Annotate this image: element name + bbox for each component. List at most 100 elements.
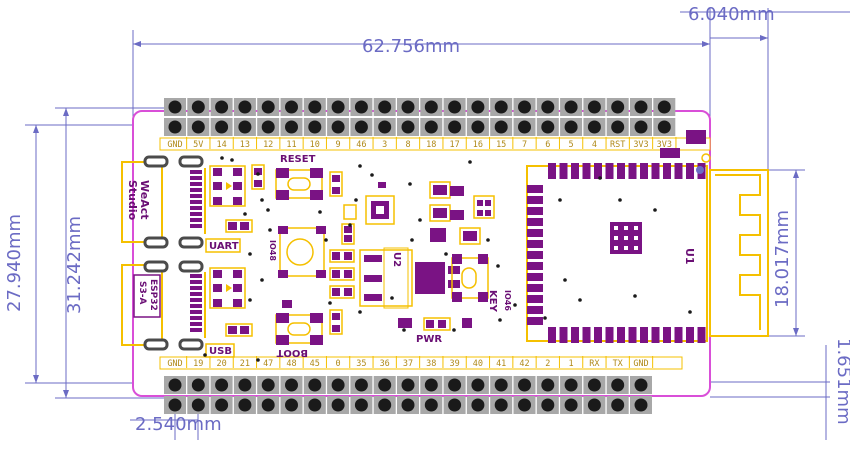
pin-hole <box>354 120 368 134</box>
pin-hole <box>261 120 275 134</box>
pin-hole <box>238 398 252 412</box>
pin-hole <box>448 398 462 412</box>
pin-label: 2 <box>545 359 550 369</box>
uart-connector <box>121 155 206 249</box>
pin-hole <box>331 398 345 412</box>
pin-hole <box>448 120 462 134</box>
via <box>328 301 332 305</box>
via <box>260 278 264 282</box>
pin-hole <box>331 120 345 134</box>
pin-hole <box>401 398 415 412</box>
usb-label: USB <box>209 346 232 357</box>
pin-label: 11 <box>286 140 296 150</box>
pin-hole <box>168 100 182 114</box>
pin-hole <box>494 120 508 134</box>
pin-hole <box>261 378 275 392</box>
via <box>563 278 567 282</box>
pin-hole <box>518 120 531 134</box>
pin-hole <box>657 120 671 134</box>
pin-hole <box>215 378 229 392</box>
pin-label: 21 <box>240 359 250 369</box>
pin-label: 13 <box>240 140 250 150</box>
module-pad <box>527 229 543 237</box>
via <box>256 358 260 362</box>
pin-hole <box>541 120 555 134</box>
pin-label: 35 <box>356 359 366 369</box>
pin-hole <box>308 398 322 412</box>
via <box>543 316 547 320</box>
pin-hole <box>587 120 601 134</box>
module-pad <box>527 317 543 325</box>
dim-antenna-height: 18.017mm <box>772 210 793 308</box>
module-pad <box>527 218 543 226</box>
pin-hole <box>564 378 578 392</box>
module-pad <box>628 163 637 179</box>
pin-label: 10 <box>310 140 320 150</box>
via <box>324 238 328 242</box>
module-pad <box>582 163 591 179</box>
module-pad <box>686 163 694 179</box>
module-pad <box>640 163 648 179</box>
module-pad <box>527 240 543 248</box>
pin-hole <box>611 100 625 114</box>
via <box>618 198 622 202</box>
pin-hole <box>424 378 438 392</box>
pin-label: 12 <box>263 140 273 150</box>
pin-hole <box>424 120 438 134</box>
pin-hole <box>378 120 392 134</box>
uart-label: UART <box>209 241 239 252</box>
pin-label: RST <box>610 140 625 150</box>
module-pad <box>663 327 671 343</box>
pin-hole <box>494 378 508 392</box>
pin-hole <box>541 378 555 392</box>
pin-hole <box>401 378 415 392</box>
pin-hole <box>518 398 531 412</box>
pin-label: 15 <box>496 140 506 150</box>
pin-label: 47 <box>263 359 273 369</box>
bottom-pin-header <box>164 376 652 414</box>
pin-hole <box>191 378 205 392</box>
pin-label: TX <box>613 359 624 369</box>
via <box>230 158 234 162</box>
module-pad <box>605 163 614 179</box>
pin-hole <box>285 398 298 412</box>
pin-hole <box>261 398 275 412</box>
pin-label: 6 <box>545 140 550 150</box>
key-label: KEY <box>487 290 498 313</box>
pin-hole <box>448 378 462 392</box>
pin-hole <box>611 398 625 412</box>
module-pad <box>594 327 602 343</box>
dimension-lines <box>25 8 850 440</box>
module-pad <box>628 327 637 343</box>
pin-hole <box>448 100 462 114</box>
pin-label: GND <box>167 140 182 150</box>
boot-label: BOOT <box>276 347 308 358</box>
via <box>418 218 422 222</box>
via <box>402 328 406 332</box>
pin-hole <box>285 378 298 392</box>
module-pad <box>663 163 671 179</box>
antenna <box>709 169 769 337</box>
via <box>633 294 637 298</box>
via <box>653 208 657 212</box>
top-pin-header <box>164 98 676 136</box>
reset-label: RESET <box>280 154 316 165</box>
pin-label: 3V3 <box>657 140 672 150</box>
pin-hole <box>471 378 485 392</box>
module-pad <box>548 163 556 179</box>
via <box>203 353 207 357</box>
dim-pin-pitch: 2.540mm <box>135 414 222 435</box>
pin-hole <box>634 120 648 134</box>
module-pad <box>527 273 543 281</box>
module-pad <box>605 327 614 343</box>
pin-hole <box>401 100 415 114</box>
pin-hole <box>238 378 252 392</box>
module-pad <box>527 196 543 204</box>
module-pad <box>686 327 694 343</box>
via <box>498 318 502 322</box>
via <box>248 298 252 302</box>
via-dots <box>203 156 692 362</box>
via <box>598 176 602 180</box>
pin-hole <box>331 100 345 114</box>
pin-hole <box>518 100 531 114</box>
